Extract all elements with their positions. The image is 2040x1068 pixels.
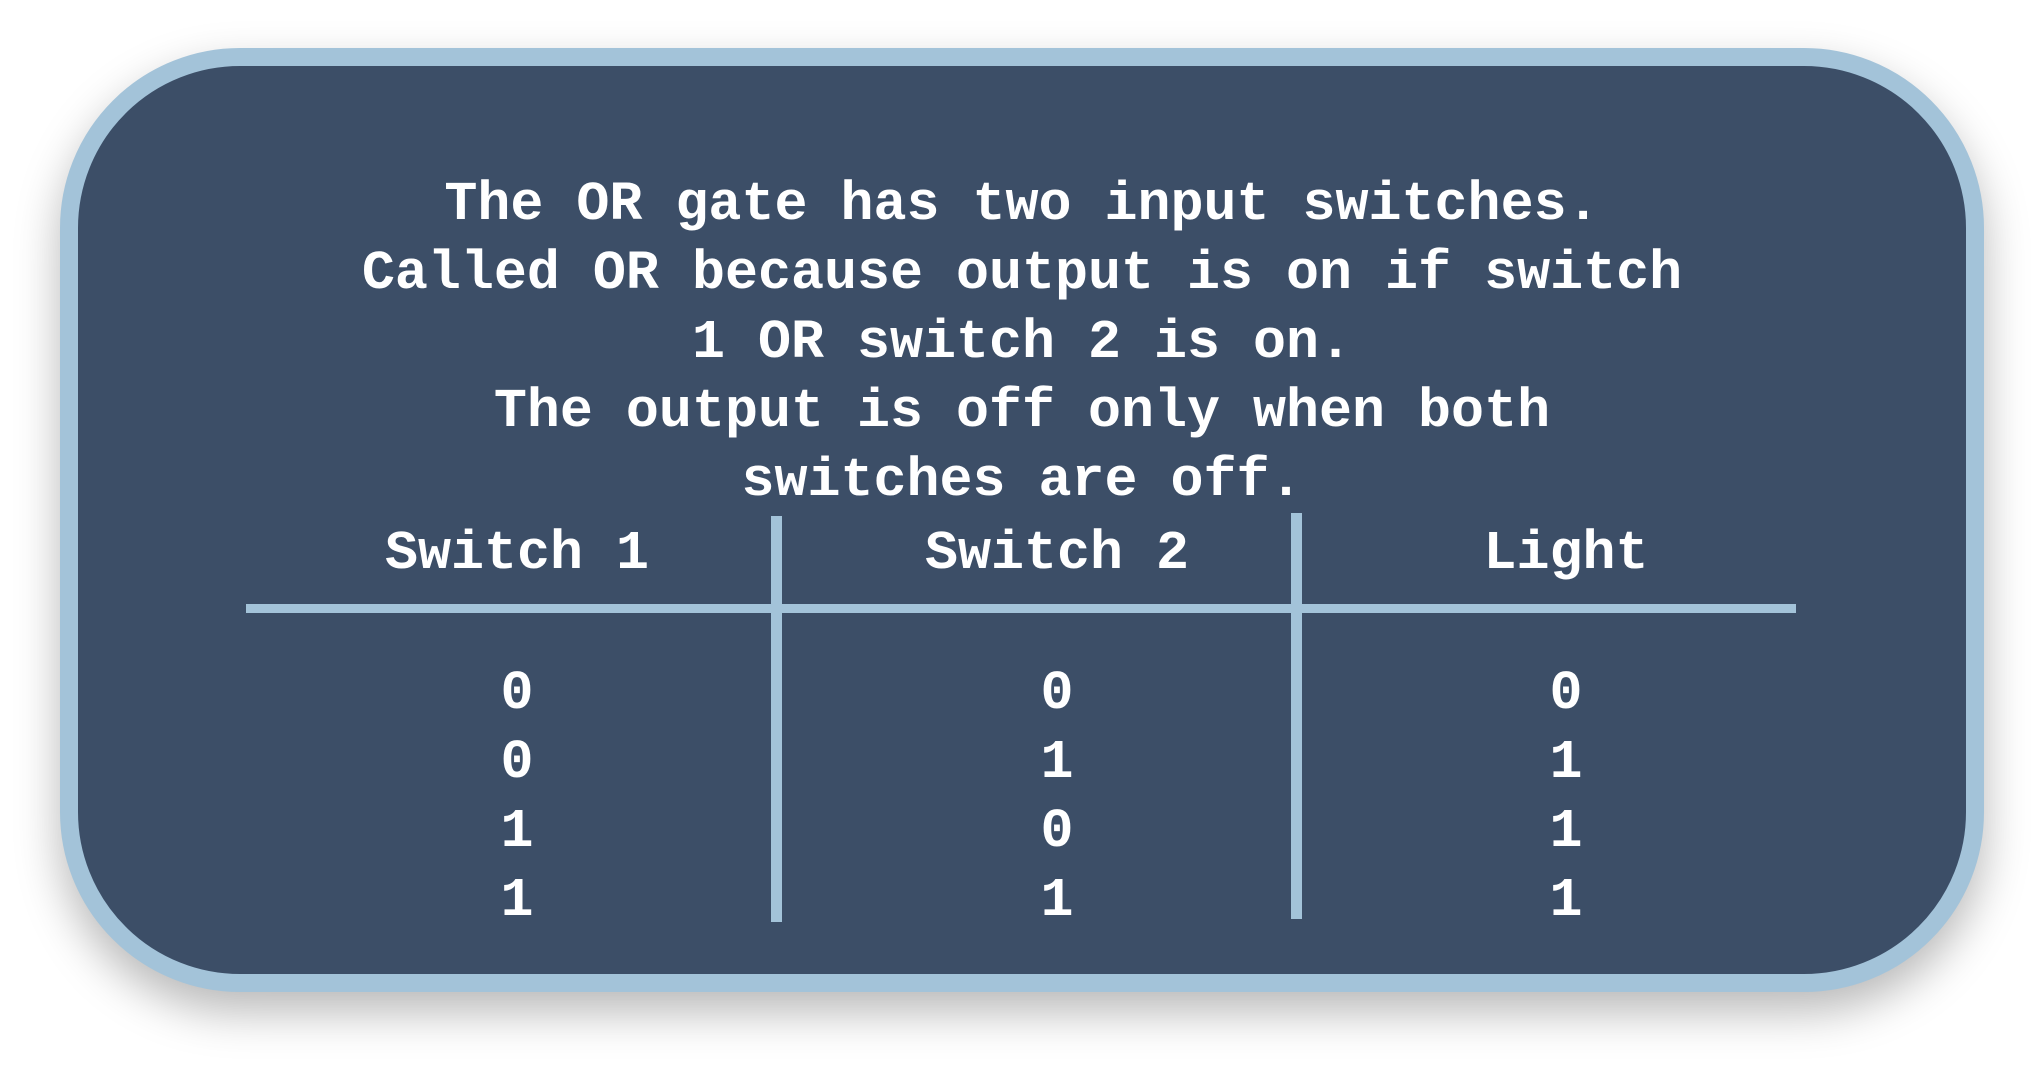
header-switch-2: Switch 2 [924, 522, 1190, 585]
table-cell: 1 [1549, 869, 1583, 932]
column-divider [1291, 513, 1302, 919]
table-cell: 0 [500, 731, 534, 794]
table-cell: 0 [1549, 662, 1583, 725]
table-cell: 1 [1040, 869, 1074, 932]
or-gate-info-card: The OR gate has two input switches. Call… [60, 48, 1984, 992]
description-line: switches are off. [741, 449, 1303, 512]
description-line: Called OR because output is on if switch [361, 242, 1683, 305]
header-light: Light [1483, 522, 1649, 585]
table-cell: 0 [500, 662, 534, 725]
table-cell: 1 [1040, 731, 1074, 794]
table-cell: 1 [1549, 800, 1583, 863]
table-cell: 1 [500, 869, 534, 932]
column-divider [771, 516, 782, 922]
table-cell: 0 [1040, 800, 1074, 863]
header-divider [246, 604, 1796, 613]
description-line: 1 OR switch 2 is on. [691, 311, 1353, 374]
description-line: The output is off only when both [493, 380, 1551, 443]
header-switch-1: Switch 1 [384, 522, 650, 585]
table-cell: 0 [1040, 662, 1074, 725]
description: The OR gate has two input switches. Call… [78, 170, 1966, 515]
table-cell: 1 [500, 800, 534, 863]
table-cell: 1 [1549, 731, 1583, 794]
truth-table: Switch 1 Switch 2 Light 0 0 0 0 1 1 1 0 … [78, 66, 1966, 974]
description-line: The OR gate has two input switches. [444, 173, 1600, 236]
